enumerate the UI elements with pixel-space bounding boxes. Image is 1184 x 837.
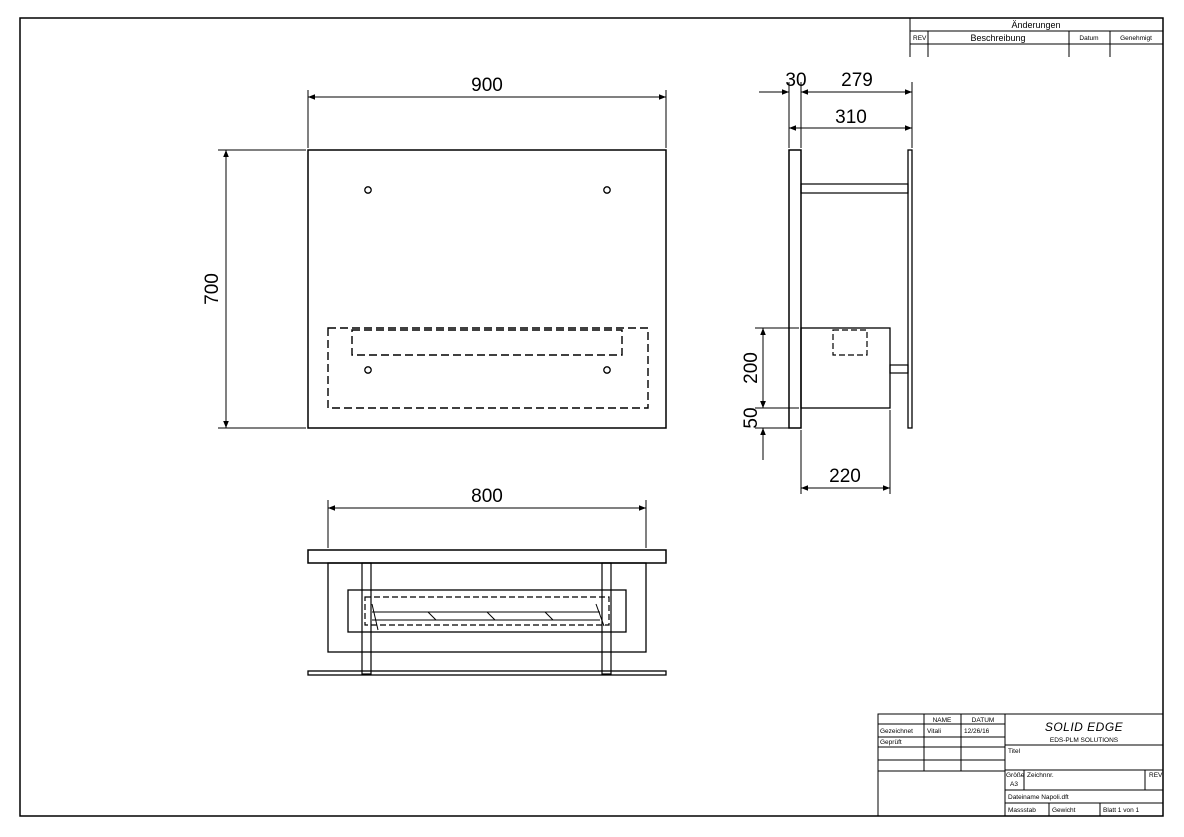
hidden-burner-box (327, 327, 649, 409)
side-top-dimensions (759, 82, 913, 148)
title-block (877, 713, 1164, 817)
hidden-burner-slot (351, 329, 623, 356)
revision-table-title: Änderungen (1011, 20, 1060, 30)
checked-by-label: Geprüft (880, 739, 902, 746)
brand-subtitle: EDS-PLM SOLUTIONS (1050, 737, 1119, 744)
size-label: Größe (1006, 772, 1025, 779)
datum-column-header: Datum (1079, 35, 1098, 42)
front-height-label: 700 (202, 273, 223, 305)
rev-column-header: REV (913, 35, 927, 42)
side-thickness-label: 30 (785, 70, 806, 91)
title-col-name: NAME (933, 717, 952, 724)
side-burner-hidden (832, 329, 868, 356)
title-rev-label: REV (1149, 772, 1163, 779)
front-height-dimension (218, 149, 306, 429)
drawn-by-name: Vitali (927, 728, 941, 735)
top-burner-outer (347, 589, 627, 633)
top-body (327, 562, 647, 653)
mount-hole (603, 366, 611, 374)
side-box-height-label: 200 (741, 352, 762, 384)
top-width-dimension (327, 500, 647, 548)
top-front-plate (307, 549, 667, 564)
side-box-depth-label: 220 (829, 466, 861, 487)
drawn-date: 12/26/16 (964, 728, 990, 735)
brand-logo-text: SOLID EDGE (1045, 720, 1124, 734)
front-view (307, 149, 667, 429)
side-burner-box (800, 327, 891, 409)
scale-label: Massstab (1008, 807, 1036, 814)
side-top-bracket (800, 183, 909, 194)
top-burner-inner (364, 596, 610, 626)
side-front-plate (788, 149, 802, 429)
side-wall-plate (907, 149, 913, 429)
genehmigt-column-header: Genehmigt (1120, 35, 1152, 42)
drawn-by-label: Gezeichnet (880, 728, 913, 735)
file-name: Dateiname Napoli.dft (1008, 794, 1069, 801)
drawing-number-label: Zeichnnr. (1027, 772, 1054, 779)
front-panel (307, 149, 667, 429)
side-total-label: 310 (835, 107, 867, 128)
side-bottom-offset-label: 50 (741, 407, 762, 428)
top-view (307, 549, 667, 676)
top-bracket-left (361, 562, 372, 675)
revision-table (909, 17, 1164, 57)
beschreibung-column-header: Beschreibung (970, 33, 1025, 43)
side-box-depth-dimension (800, 410, 891, 494)
side-left-dimensions (755, 327, 799, 460)
mount-hole (364, 366, 372, 374)
side-view (788, 149, 913, 429)
side-depth-label: 279 (841, 70, 873, 91)
top-bracket-right (601, 562, 612, 675)
sheet-label: Blatt 1 von 1 (1103, 807, 1140, 814)
mount-hole (364, 186, 372, 194)
top-width-label: 800 (471, 486, 503, 507)
title-label: Titel (1008, 748, 1021, 755)
drawing-frame (19, 17, 1164, 817)
front-width-label: 900 (471, 75, 503, 96)
side-rear-bracket (889, 364, 909, 374)
title-col-datum: DATUM (972, 717, 995, 724)
front-width-dimension (307, 90, 667, 148)
top-wall-plate (307, 670, 667, 676)
size-value: A3 (1010, 781, 1018, 788)
weight-label: Gewicht (1052, 807, 1076, 814)
mount-hole (603, 186, 611, 194)
